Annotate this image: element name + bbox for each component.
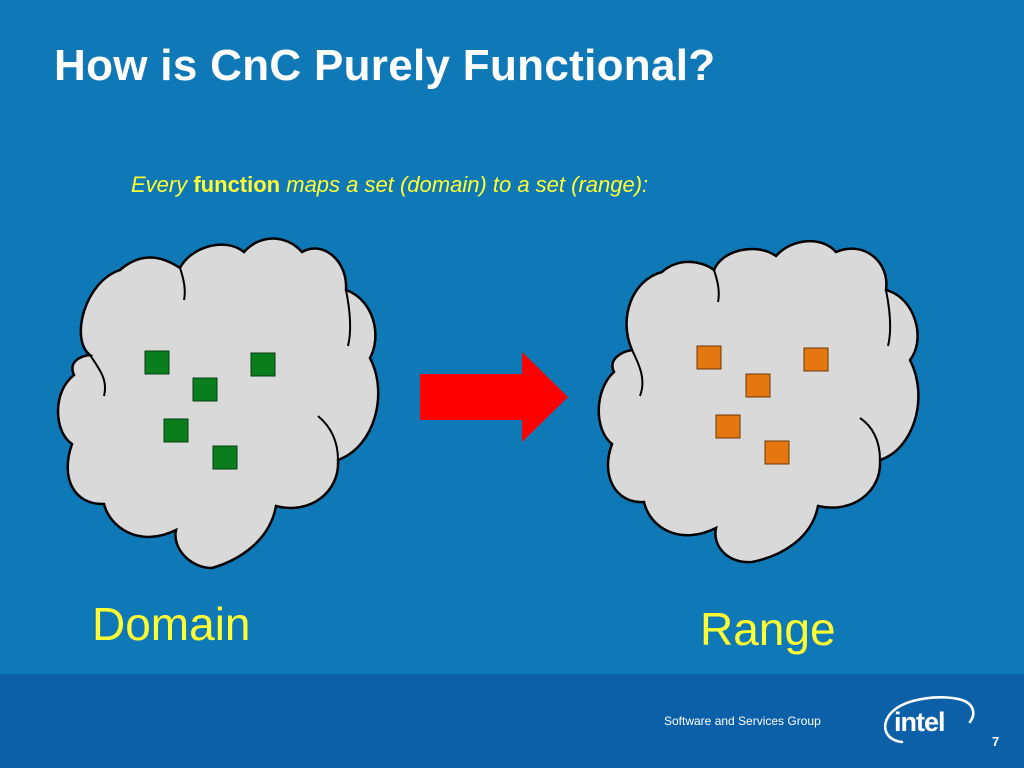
footer-bar bbox=[0, 674, 1024, 768]
intel-logo-wordmark: intel bbox=[894, 707, 945, 737]
range-element bbox=[803, 347, 829, 372]
domain-element bbox=[192, 377, 218, 402]
domain-cloud-contour-4 bbox=[345, 289, 352, 347]
range-label: Range bbox=[700, 603, 836, 655]
domain-elements bbox=[144, 350, 276, 470]
subtitle-suffix: maps a set (domain) to a set (range): bbox=[280, 172, 649, 197]
range-cloud-contour-4 bbox=[885, 289, 892, 347]
subtitle: Every function maps a set (domain) to a … bbox=[131, 171, 648, 199]
range-cloud-contour-1 bbox=[631, 349, 644, 397]
domain-label: Domain bbox=[92, 598, 251, 650]
intel-logo-swirl bbox=[883, 696, 975, 744]
domain-cloud-contour-1 bbox=[89, 354, 106, 397]
subtitle-emphasis: function bbox=[193, 172, 281, 197]
range-cloud-contour-2 bbox=[859, 417, 881, 461]
domain-cloud-contour-2 bbox=[317, 415, 339, 461]
domain-element bbox=[144, 350, 170, 375]
domain-cloud bbox=[56, 237, 380, 570]
subtitle-prefix: Every bbox=[131, 172, 194, 197]
footer-group-name: Software and Services Group bbox=[664, 714, 821, 728]
range-element bbox=[696, 345, 722, 370]
domain-cloud-contour-3 bbox=[179, 267, 186, 301]
range-element bbox=[715, 414, 741, 439]
domain-element bbox=[163, 418, 189, 443]
domain-element bbox=[250, 352, 276, 377]
range-cloud bbox=[597, 239, 920, 564]
domain-element bbox=[212, 445, 238, 470]
mapping-arrow bbox=[420, 352, 568, 442]
range-element bbox=[745, 373, 771, 398]
page-number: 7 bbox=[992, 734, 1000, 749]
range-cloud-contour-3 bbox=[713, 269, 720, 303]
slide-title: How is CnC Purely Functional? bbox=[54, 41, 716, 90]
range-element bbox=[764, 440, 790, 465]
range-elements bbox=[696, 345, 829, 465]
intel-logo: intel bbox=[883, 696, 975, 744]
